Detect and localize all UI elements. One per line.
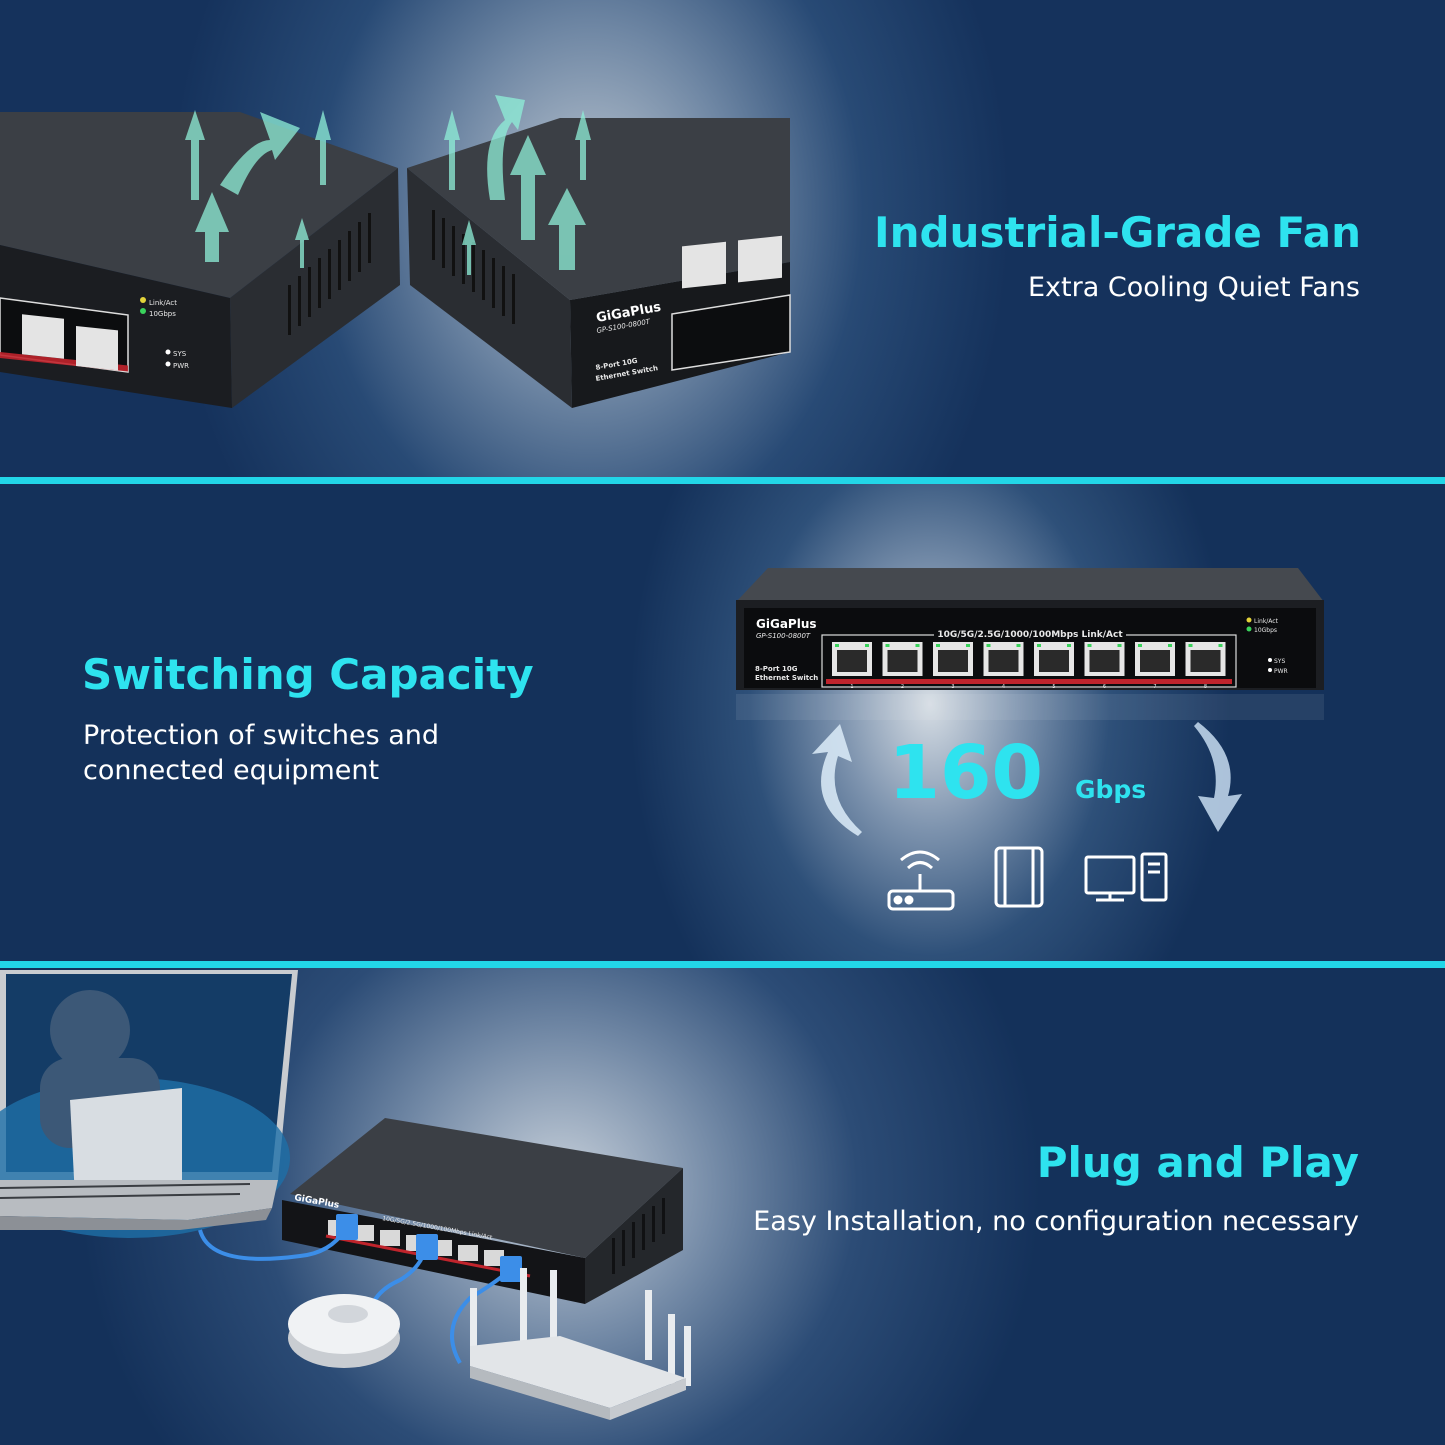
- capacity-subtitle-line1: Protection of switches and: [83, 720, 440, 751]
- capacity-title: Switching Capacity: [82, 650, 534, 699]
- left-led-sys-label: SYS: [173, 350, 187, 358]
- access-point-icon: [994, 846, 1044, 908]
- plug-switch-vents: [612, 1198, 665, 1274]
- front-port-row: 1 2 3 4 5 6 7 8: [832, 642, 1226, 690]
- plug-illustration: GiGaPlus 10G/5G/2.5G/1000/100Mbps Link/A…: [0, 970, 691, 1420]
- ethernet-port: 8: [1185, 642, 1226, 690]
- left-switch-vents: [288, 213, 371, 335]
- plug-switch: GiGaPlus 10G/5G/2.5G/1000/100Mbps Link/A…: [282, 1118, 683, 1304]
- front-led-pwr-label: PWR: [1274, 668, 1288, 675]
- plug-panel: GiGaPlus 10G/5G/2.5G/1000/100Mbps Link/A…: [0, 968, 1445, 1445]
- port-number: 8: [1204, 684, 1207, 690]
- port-number: 6: [1103, 684, 1106, 690]
- port-number: 1: [850, 684, 853, 690]
- section-divider-1: [0, 477, 1445, 484]
- ethernet-port: 3: [933, 642, 973, 690]
- plug-ethernet-port: [354, 1225, 374, 1241]
- wifi-router: [470, 1268, 691, 1420]
- right-switch-side-view: GiGaPlus GP-S100-0800T 8-Port 10G Ethern…: [407, 118, 791, 408]
- ceiling-access-point: [288, 1294, 400, 1368]
- left-switch-side-view: Link/Act 10Gbps SYS PWR: [0, 112, 400, 408]
- ethernet-port: 2: [882, 642, 923, 690]
- front-brand-logo: GiGaPlus: [756, 617, 817, 631]
- plug-title: Plug and Play: [1036, 1138, 1359, 1187]
- ethernet-port: 4: [983, 642, 1024, 690]
- port-number: 4: [1002, 684, 1005, 690]
- front-product-line1: 8-Port 10G: [755, 665, 798, 673]
- left-switch-ports: [22, 314, 118, 371]
- cable-plugs: [336, 1214, 522, 1282]
- desktop-computer-icon: [1084, 852, 1168, 902]
- fan-title: Industrial-Grade Fan: [873, 208, 1361, 257]
- laptop-keyboard: [0, 1183, 251, 1199]
- left-led-pwr-label: PWR: [173, 362, 189, 370]
- front-led-sys-label: SYS: [1274, 658, 1285, 665]
- laptop: [0, 970, 298, 1238]
- router-icon: [887, 850, 955, 911]
- ethernet-port: 5: [1034, 642, 1074, 690]
- left-led-link-label: Link/Act: [149, 299, 177, 307]
- front-led-10g-label: 10Gbps: [1254, 627, 1277, 634]
- port-number: 7: [1153, 684, 1156, 690]
- ethernet-port: 7: [1135, 642, 1175, 690]
- switch-reflection: [736, 694, 1324, 720]
- capacity-unit: Gbps: [1075, 775, 1146, 804]
- capacity-panel: Switching Capacity Protection of switche…: [0, 484, 1445, 961]
- ethernet-port: 6: [1084, 642, 1125, 690]
- airflow-arrows: [185, 95, 591, 275]
- down-curved-arrow: [1194, 722, 1242, 832]
- capacity-value: 160: [889, 730, 1043, 816]
- front-speed-label: 10G/5G/2.5G/1000/100Mbps Link/Act: [937, 630, 1123, 640]
- port-number: 2: [901, 684, 904, 690]
- up-curved-arrow: [812, 724, 862, 836]
- fan-subtitle: Extra Cooling Quiet Fans: [1027, 272, 1360, 303]
- front-product-line2: Ethernet Switch: [755, 674, 818, 682]
- fan-panel: Link/Act 10Gbps SYS PWR: [0, 0, 1445, 477]
- port-number: 5: [1052, 684, 1055, 690]
- front-led-link-label: Link/Act: [1254, 618, 1279, 625]
- plug-ethernet-port: [458, 1245, 478, 1261]
- front-switch: GiGaPlus GP-S100-0800T 8-Port 10G Ethern…: [736, 568, 1324, 690]
- right-switch-ports: [682, 235, 782, 289]
- capacity-subtitle-line2: connected equipment: [83, 755, 380, 786]
- port-number: 3: [951, 684, 954, 690]
- right-switch-vents: [432, 210, 515, 324]
- front-model-label: GP-S100-0800T: [756, 632, 811, 640]
- capacity-illustration: GiGaPlus GP-S100-0800T 8-Port 10G Ethern…: [736, 568, 1324, 911]
- plug-ethernet-port: [380, 1230, 400, 1246]
- plug-subtitle: Easy Installation, no configuration nece…: [753, 1206, 1359, 1237]
- plug-ethernet-port: [484, 1250, 504, 1266]
- left-led-10g-label: 10Gbps: [149, 310, 176, 318]
- ethernet-port: 1: [832, 642, 872, 690]
- section-divider-2: [0, 961, 1445, 968]
- fan-illustration: Link/Act 10Gbps SYS PWR: [0, 95, 791, 408]
